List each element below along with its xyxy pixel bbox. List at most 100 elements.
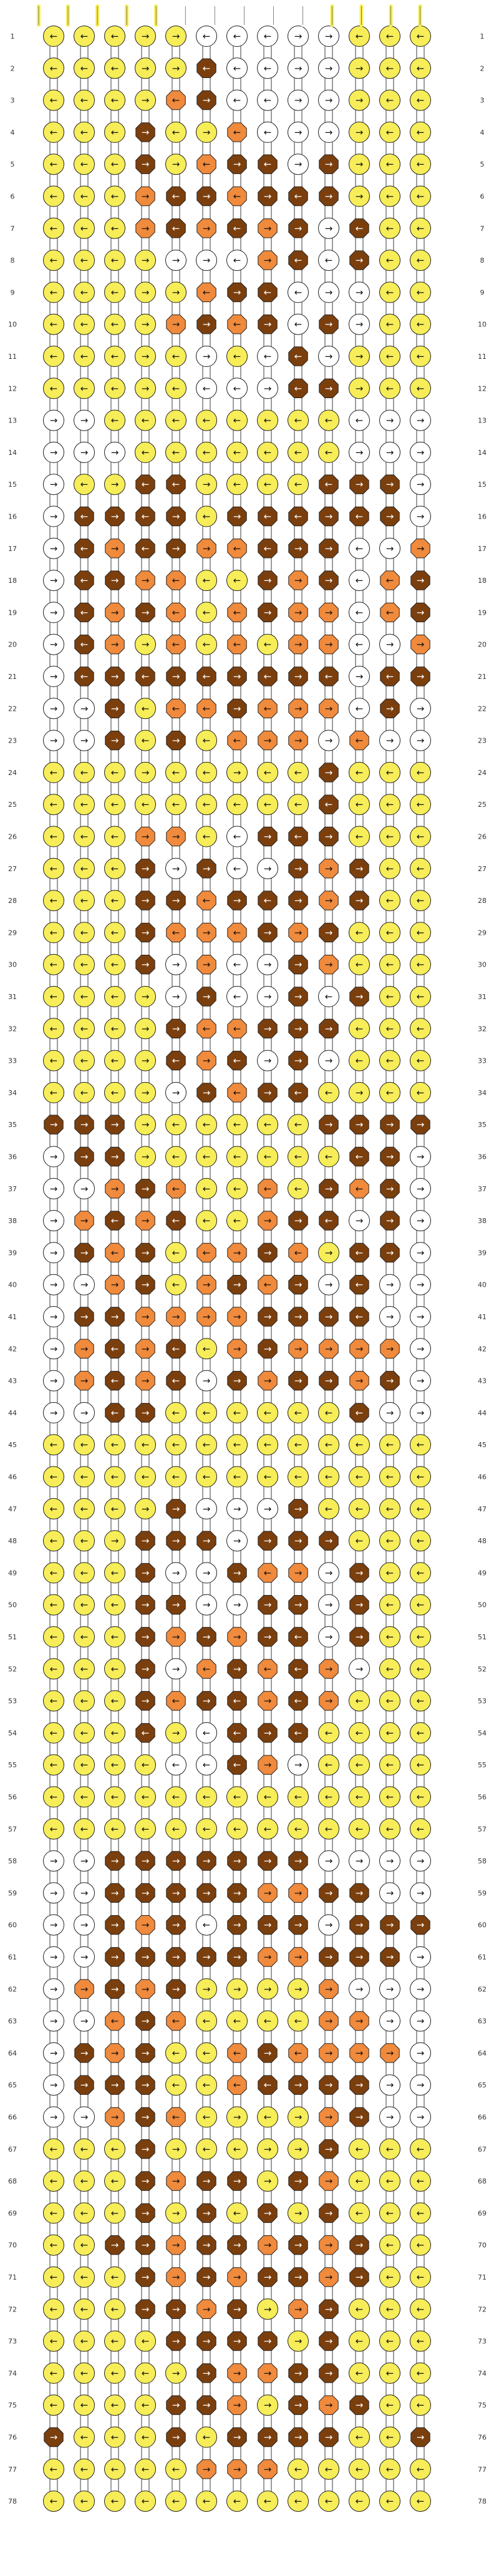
knot: ← (104, 2458, 125, 2480)
knot-arrow: ← (80, 671, 89, 682)
knot: ← (74, 1562, 95, 1584)
knot: ← (379, 986, 400, 1007)
knot: → (410, 698, 431, 720)
knot: → (349, 313, 370, 335)
knot: → (288, 1211, 308, 1231)
knot-arrow: → (325, 959, 333, 970)
knot: ← (410, 1594, 431, 1616)
row-number-left: 55 (8, 1761, 17, 1769)
knot-arrow: → (233, 1920, 241, 1931)
knot-arrow: → (386, 543, 394, 554)
knot: ← (410, 922, 431, 944)
knot-arrow: ← (111, 95, 119, 106)
knot: → (379, 2106, 400, 2128)
knot-arrow: ← (264, 703, 272, 714)
knot: ← (227, 922, 247, 943)
knot: → (74, 1914, 95, 1936)
knot: ← (165, 441, 186, 463)
knot: → (226, 1530, 248, 1552)
knot-arrow: → (386, 447, 394, 458)
knot-arrow: → (142, 2112, 150, 2123)
row-number-left: 64 (8, 2049, 17, 2057)
knot: → (135, 2235, 155, 2255)
knot-arrow: ← (111, 1407, 119, 1418)
knot: → (166, 1883, 186, 1903)
knot: ← (166, 1050, 186, 1071)
knot: ← (74, 281, 95, 303)
knot-arrow: ← (50, 1631, 58, 1642)
knot-arrow: ← (50, 2464, 58, 2475)
knot-arrow: ← (417, 895, 425, 906)
knot-arrow: → (386, 2016, 394, 2027)
knot-arrow: → (80, 1920, 89, 1931)
knot-arrow: ← (203, 607, 211, 618)
knot: ← (379, 2458, 400, 2480)
knot: ← (165, 1402, 186, 1423)
knot: → (227, 1242, 247, 1263)
knot: ← (43, 1081, 64, 1103)
knot-arrow: ← (233, 1151, 241, 1163)
knot: ← (288, 281, 309, 303)
row-number-left: 65 (8, 2081, 17, 2089)
knot: → (380, 1947, 400, 1967)
knot-arrow: → (264, 2399, 272, 2411)
knot-arrow: ← (264, 1663, 272, 1674)
knot: ← (226, 2010, 248, 2032)
knot: ← (379, 346, 400, 367)
knot: ← (349, 1498, 370, 1520)
row-number-left: 12 (8, 384, 17, 393)
knot-arrow: ← (356, 799, 364, 810)
knot: ← (288, 2491, 309, 2512)
knot: ← (196, 1242, 216, 1263)
knot-arrow: → (264, 2240, 272, 2251)
knot: → (74, 1882, 95, 1904)
knot: ← (196, 58, 216, 78)
knot-arrow: ← (142, 1727, 150, 1739)
knot: ← (257, 121, 278, 143)
knot: → (43, 2010, 64, 2032)
knot-arrow: → (356, 1375, 364, 1387)
knot: → (318, 1914, 339, 1936)
knot-arrow: ← (356, 223, 364, 234)
knot: → (288, 1595, 308, 1615)
knot: → (196, 90, 216, 110)
knot-arrow: ← (233, 2079, 241, 2091)
knot: → (410, 1402, 431, 1423)
knot-arrow: → (294, 1567, 303, 1578)
knot-arrow: → (233, 671, 241, 682)
knot-arrow: → (203, 1311, 211, 1322)
knot-arrow: ← (172, 191, 180, 202)
knot: ← (104, 1754, 125, 1776)
row-number-left: 63 (8, 2017, 17, 2026)
knot-arrow: → (356, 991, 364, 1002)
knot: ← (74, 1722, 95, 1744)
knot: ← (74, 1018, 95, 1040)
row-number-right: 24 (478, 769, 487, 777)
knot-arrow: → (417, 671, 425, 682)
knot-arrow: → (294, 2112, 303, 2123)
knot-arrow: → (294, 2207, 303, 2218)
knot: ← (226, 1786, 248, 1808)
row-number-right: 38 (478, 1217, 487, 1225)
knot-arrow: → (142, 2144, 150, 2155)
knot-arrow: ← (80, 863, 89, 874)
knot-arrow: ← (264, 1792, 272, 1803)
knot-arrow: ← (386, 159, 394, 170)
knot: ← (104, 1722, 125, 1744)
knot-arrow: ← (294, 1631, 303, 1642)
knot: ← (165, 1818, 186, 1840)
knot: ← (349, 218, 369, 238)
knot: → (196, 955, 216, 975)
row-number-left: 8 (11, 256, 15, 265)
knot: → (379, 2074, 400, 2096)
knot-arrow: ← (294, 1823, 303, 1835)
knot-arrow: → (172, 286, 180, 298)
knot: ← (135, 506, 155, 527)
knot: ← (74, 2362, 95, 2384)
knot-arrow: ← (356, 1439, 364, 1450)
row-number-left: 5 (11, 160, 15, 168)
knot-arrow: → (142, 607, 150, 618)
knot-arrow: ← (233, 415, 241, 426)
knot: → (258, 1242, 278, 1263)
knot-arrow: ← (111, 351, 119, 362)
